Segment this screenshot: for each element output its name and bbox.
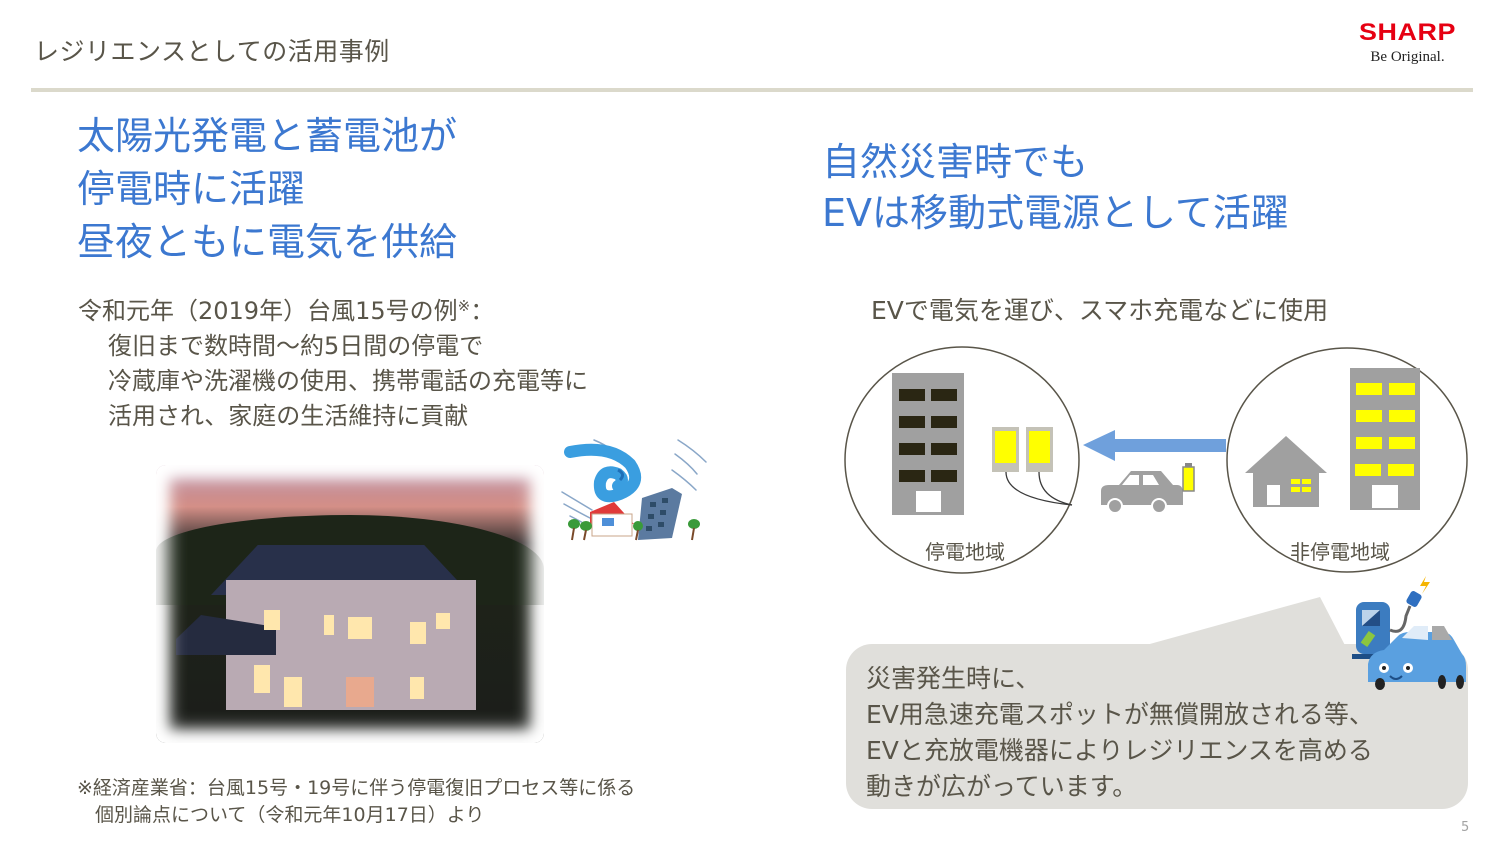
ev-power-diagram: 停電地域 非停電地域 — [840, 340, 1480, 580]
right-heading-line: EVは移動式電源として活躍 — [822, 191, 1289, 235]
callout-line: 災害発生時に、 — [866, 664, 1041, 693]
example-line: 復旧まで数時間〜約5日間の停電で — [108, 332, 484, 360]
example-intro: 令和元年（2019年）台風15号の例 — [78, 297, 458, 325]
diagram-graphic — [844, 346, 1468, 574]
non-outage-area-label: 非停電地域 — [1290, 540, 1390, 564]
callout-text: 災害発生時に、 EV用急速充電スポットが無償開放される等、 EVと充放電機器によ… — [866, 661, 1374, 805]
left-heading: 太陽光発電と蓄電池が 停電時に活躍 昼夜ともに電気を供給 — [77, 110, 457, 269]
sharp-logo: SHARP Be Original. — [1340, 20, 1475, 66]
logo-brand: SHARP — [1359, 19, 1456, 46]
solar-house-photo — [156, 465, 544, 743]
callout-tail — [1110, 597, 1350, 655]
typhoon-example-text: 令和元年（2019年）台風15号の例※： 復旧まで数時間〜約5日間の停電で 冷蔵… — [78, 289, 588, 434]
callout-line: EV用急速充電スポットが無償開放される等、 — [866, 700, 1374, 729]
outage-area-label: 停電地域 — [925, 540, 1005, 564]
right-heading-line: 自然災害時でも — [822, 140, 1089, 184]
page-title: レジリエンスとしての活用事例 — [34, 37, 390, 66]
logo-tagline: Be Original. — [1370, 49, 1445, 65]
left-heading-line: 昼夜ともに電気を供給 — [77, 220, 458, 264]
typhoon-illustration — [561, 439, 707, 541]
callout-line: EVと充放電機器によりレジリエンスを高める — [866, 736, 1373, 765]
callout-line: 動きが広がっています。 — [866, 772, 1138, 801]
footnote-line: ※経済産業省：台風15号・19号に伴う停電復旧プロセス等に係る — [77, 777, 636, 799]
callout-bubble — [846, 644, 1468, 809]
right-heading: 自然災害時でも EVは移動式電源として活躍 — [822, 137, 1289, 239]
header-divider — [31, 88, 1473, 92]
source-footnote: ※経済産業省：台風15号・19号に伴う停電復旧プロセス等に係る 個別論点について… — [77, 775, 635, 829]
footnote-mark: ※ — [457, 297, 471, 315]
footnote-line: 個別論点について（令和元年10月17日）より — [95, 804, 485, 826]
ev-subheading: EVで電気を運び、スマホ充電などに使用 — [871, 296, 1329, 325]
example-line: 冷蔵庫や洗濯機の使用、携帯電話の充電等に — [108, 367, 588, 395]
example-colon: ： — [470, 297, 495, 325]
page-number: 5 — [1461, 820, 1470, 835]
left-heading-line: 停電時に活躍 — [77, 167, 306, 211]
example-line: 活用され、家庭の生活維持に貢献 — [108, 402, 469, 430]
left-heading-line: 太陽光発電と蓄電池が — [77, 114, 458, 158]
ev-charger-illustration — [1352, 576, 1466, 690]
